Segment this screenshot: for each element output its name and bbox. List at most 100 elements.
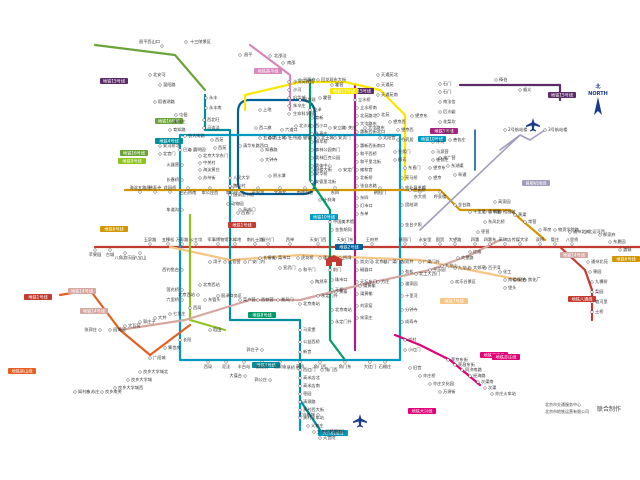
station-marker[interactable] xyxy=(180,242,184,246)
station-marker[interactable] xyxy=(283,136,287,140)
station-marker[interactable] xyxy=(333,136,337,140)
station-marker[interactable] xyxy=(242,360,246,364)
station-marker[interactable] xyxy=(126,378,130,382)
station-marker[interactable] xyxy=(453,242,457,246)
station-marker[interactable] xyxy=(428,268,432,272)
station-marker[interactable] xyxy=(488,210,492,214)
station-marker[interactable] xyxy=(138,370,142,374)
station-marker[interactable] xyxy=(355,144,359,148)
station-marker[interactable] xyxy=(318,436,322,440)
station-marker[interactable] xyxy=(400,186,404,190)
station-marker[interactable] xyxy=(400,203,404,207)
station-marker[interactable] xyxy=(287,88,291,92)
station-marker[interactable] xyxy=(363,126,367,130)
station-marker[interactable] xyxy=(138,190,142,194)
station-marker[interactable] xyxy=(198,168,202,172)
station-marker[interactable] xyxy=(355,130,359,134)
station-marker[interactable] xyxy=(431,150,435,154)
station-marker[interactable] xyxy=(256,298,260,302)
station-marker[interactable] xyxy=(298,98,302,102)
station-marker[interactable] xyxy=(355,114,359,118)
station-marker[interactable] xyxy=(396,138,400,142)
station-marker[interactable] xyxy=(448,138,452,142)
station-marker[interactable] xyxy=(418,190,422,194)
station-marker[interactable] xyxy=(294,124,298,128)
station-marker[interactable] xyxy=(523,220,527,224)
station-marker[interactable] xyxy=(608,240,612,244)
station-marker[interactable] xyxy=(438,100,442,104)
station-marker[interactable] xyxy=(503,286,507,290)
station-marker[interactable] xyxy=(108,328,112,332)
station-marker[interactable] xyxy=(310,132,314,136)
station-marker[interactable] xyxy=(268,174,272,178)
station-marker[interactable] xyxy=(408,188,412,192)
station-marker[interactable] xyxy=(186,186,190,190)
station-marker[interactable] xyxy=(233,242,237,246)
station-marker[interactable] xyxy=(306,424,310,428)
station-marker[interactable] xyxy=(538,228,542,232)
station-marker[interactable] xyxy=(168,312,172,316)
station-marker[interactable] xyxy=(298,408,302,412)
station-marker[interactable] xyxy=(310,180,314,184)
station-marker[interactable] xyxy=(383,260,387,264)
station-marker[interactable] xyxy=(376,280,380,284)
station-marker[interactable] xyxy=(490,392,494,396)
station-marker[interactable] xyxy=(258,108,262,112)
station-marker[interactable] xyxy=(308,108,312,112)
station-marker[interactable] xyxy=(281,61,285,65)
station-marker[interactable] xyxy=(287,112,291,116)
station-marker[interactable] xyxy=(400,282,404,286)
station-marker[interactable] xyxy=(298,78,302,82)
station-marker[interactable] xyxy=(355,106,359,110)
station-marker[interactable] xyxy=(553,228,557,232)
station-marker[interactable] xyxy=(468,210,472,214)
station-marker[interactable] xyxy=(153,316,157,320)
station-marker[interactable] xyxy=(410,114,414,118)
station-marker[interactable] xyxy=(570,242,574,246)
station-marker[interactable] xyxy=(330,278,334,282)
station-marker[interactable] xyxy=(330,308,334,312)
station-marker[interactable] xyxy=(188,148,192,152)
station-marker[interactable] xyxy=(355,196,359,200)
station-marker[interactable] xyxy=(355,304,359,308)
station-marker[interactable] xyxy=(468,374,472,378)
station-marker[interactable] xyxy=(370,242,374,246)
station-marker[interactable] xyxy=(178,338,182,342)
station-marker[interactable] xyxy=(296,366,300,370)
station-marker[interactable] xyxy=(503,128,507,132)
station-marker[interactable] xyxy=(228,184,232,188)
station-marker[interactable] xyxy=(298,416,302,420)
station-marker[interactable] xyxy=(400,260,404,264)
station-marker[interactable] xyxy=(203,298,207,302)
station-marker[interactable] xyxy=(355,204,359,208)
station-marker[interactable] xyxy=(280,128,284,132)
station-marker[interactable] xyxy=(123,324,127,328)
station-marker[interactable] xyxy=(423,242,427,246)
station-marker[interactable] xyxy=(298,376,302,380)
station-marker[interactable] xyxy=(260,348,264,352)
station-marker[interactable] xyxy=(523,278,527,282)
station-marker[interactable] xyxy=(238,298,242,302)
station-marker[interactable] xyxy=(113,386,117,390)
station-marker[interactable] xyxy=(403,338,407,342)
station-marker[interactable] xyxy=(310,148,314,152)
station-marker[interactable] xyxy=(403,166,407,170)
station-marker[interactable] xyxy=(310,124,314,128)
station-marker[interactable] xyxy=(428,176,432,180)
station-marker[interactable] xyxy=(355,168,359,172)
station-marker[interactable] xyxy=(180,268,184,272)
station-marker[interactable] xyxy=(378,186,382,190)
station-marker[interactable] xyxy=(393,158,397,162)
station-marker[interactable] xyxy=(296,256,300,260)
station-marker[interactable] xyxy=(483,266,487,270)
station-marker[interactable] xyxy=(278,186,282,190)
station-marker[interactable] xyxy=(355,292,359,296)
station-marker[interactable] xyxy=(493,200,497,204)
station-marker[interactable] xyxy=(256,186,260,190)
station-marker[interactable] xyxy=(378,136,382,140)
station-marker[interactable] xyxy=(153,100,157,104)
station-marker[interactable] xyxy=(513,278,517,282)
station-marker[interactable] xyxy=(223,260,227,264)
station-marker[interactable] xyxy=(312,430,316,434)
station-marker[interactable] xyxy=(160,44,164,48)
